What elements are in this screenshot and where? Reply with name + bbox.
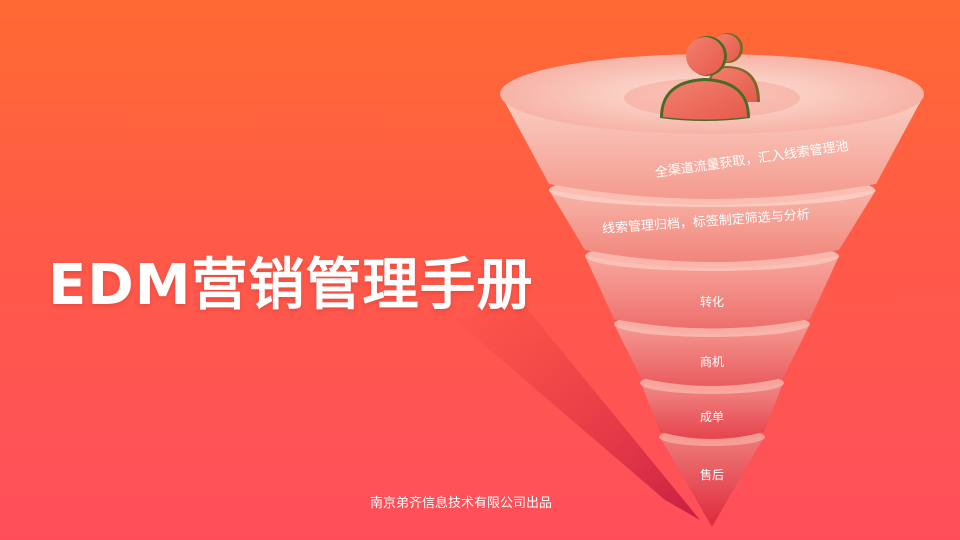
page-title: EDM营销管理手册 [48,253,534,318]
funnel-label-6: 售后 [700,468,725,482]
company-credit: 南京弟齐信息技术有限公司出品 [370,496,553,511]
funnel-label-3: 转化 [700,295,725,309]
funnel-label-5: 成单 [700,410,725,424]
user-group-icon [660,33,760,121]
funnel-label-4: 商机 [700,355,725,369]
